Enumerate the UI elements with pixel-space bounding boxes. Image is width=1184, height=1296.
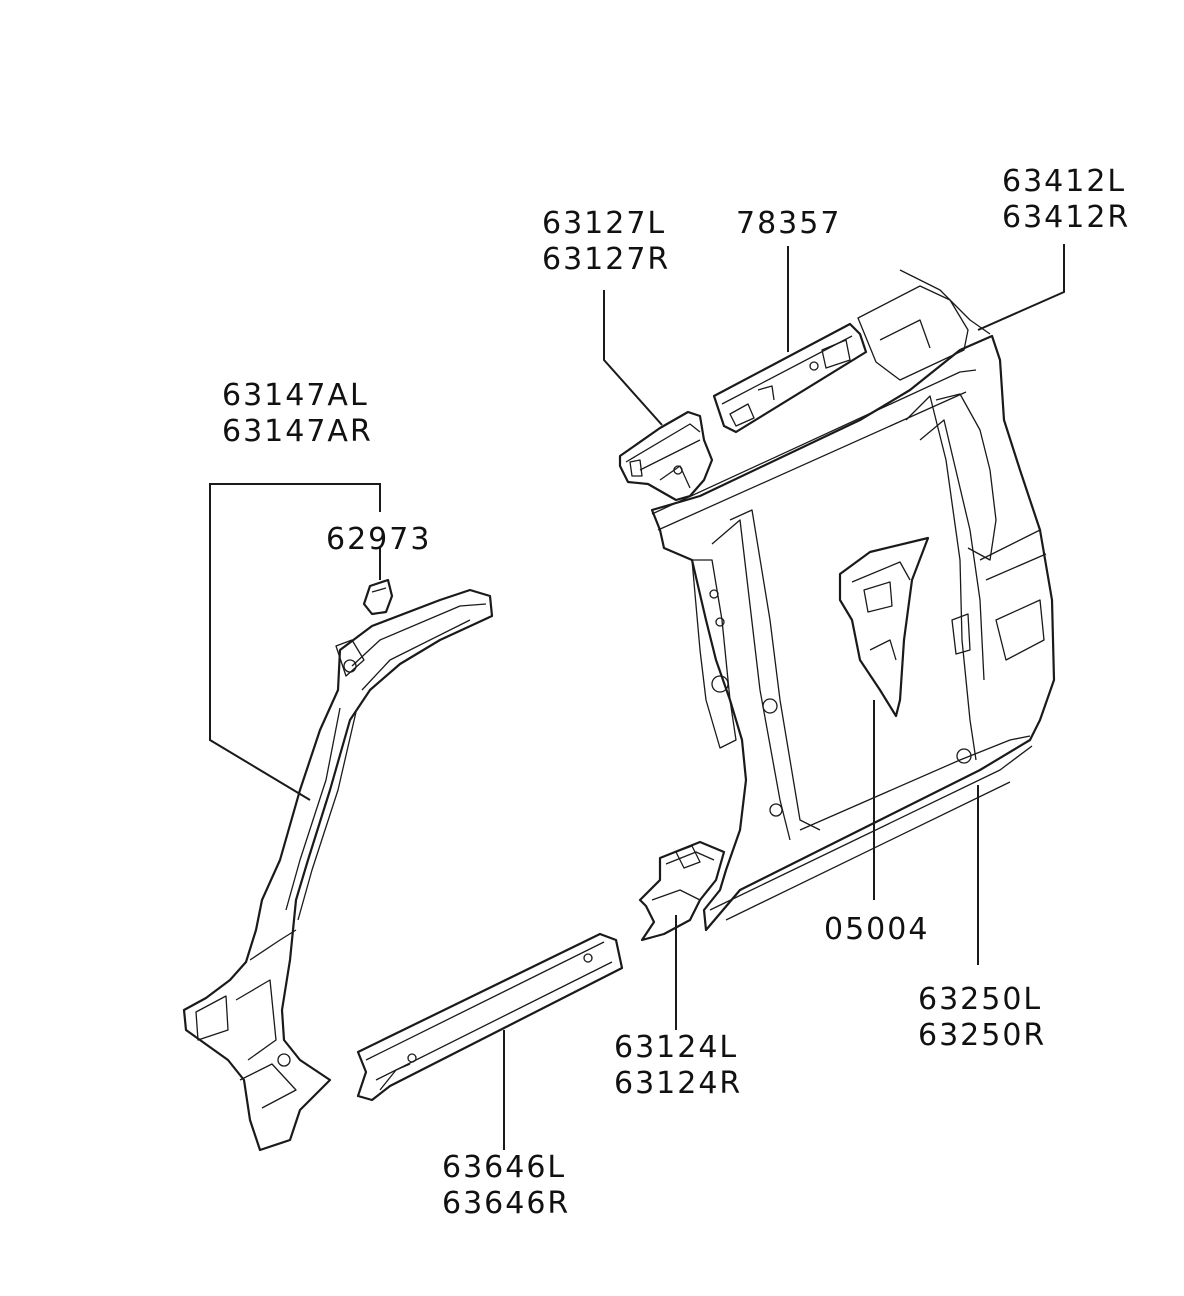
callout-63127: 63127L 63127R xyxy=(542,206,670,278)
callout-63412: 63412L 63412R xyxy=(1002,164,1130,236)
callout-05004-line1: 05004 xyxy=(824,912,930,947)
callout-63127-line2: 63127R xyxy=(542,242,671,277)
leader-63412 xyxy=(977,244,1065,331)
callout-63147: 63147AL 63147AR xyxy=(222,378,373,450)
callout-63412-line1: 63412L xyxy=(1002,164,1127,199)
leader-lines xyxy=(209,244,1065,1150)
body-side-panel-63412 xyxy=(650,269,1056,932)
callout-63250: 63250L 63250R xyxy=(918,982,1046,1054)
callout-63127-line1: 63127L xyxy=(542,206,667,241)
callout-63646-line2: 63646R xyxy=(442,1186,571,1221)
bracket-63124 xyxy=(638,840,726,942)
callout-63124-line1: 63124L xyxy=(614,1030,739,1065)
callout-63147-line2: 63147AR xyxy=(222,414,373,449)
callout-63124-line2: 63124R xyxy=(614,1066,743,1101)
callout-63250-line1: 63250L xyxy=(918,982,1043,1017)
callout-63646-line1: 63646L xyxy=(442,1150,567,1185)
inner-panel-05004 xyxy=(838,536,930,718)
leader-63147 xyxy=(209,483,381,801)
callout-63250-line2: 63250R xyxy=(918,1018,1047,1053)
callout-05004: 05004 xyxy=(824,912,929,948)
clip-62973 xyxy=(362,578,394,616)
callout-62973-line1: 62973 xyxy=(326,522,432,557)
callout-63147-line1: 63147AL xyxy=(222,378,369,413)
callout-63646: 63646L 63646R xyxy=(442,1150,570,1222)
callout-78357: 78357 xyxy=(736,206,841,242)
callout-63124: 63124L 63124R xyxy=(614,1030,742,1102)
sill-63646 xyxy=(356,932,624,1102)
leader-63127 xyxy=(603,290,663,426)
callout-78357-line1: 78357 xyxy=(736,206,842,241)
front-pillar-63147 xyxy=(182,588,494,1152)
callout-63412-line2: 63412R xyxy=(1002,200,1131,235)
callout-62973: 62973 xyxy=(326,522,431,558)
roof-rail-78357 xyxy=(712,322,868,434)
bracket-63127 xyxy=(618,410,714,502)
